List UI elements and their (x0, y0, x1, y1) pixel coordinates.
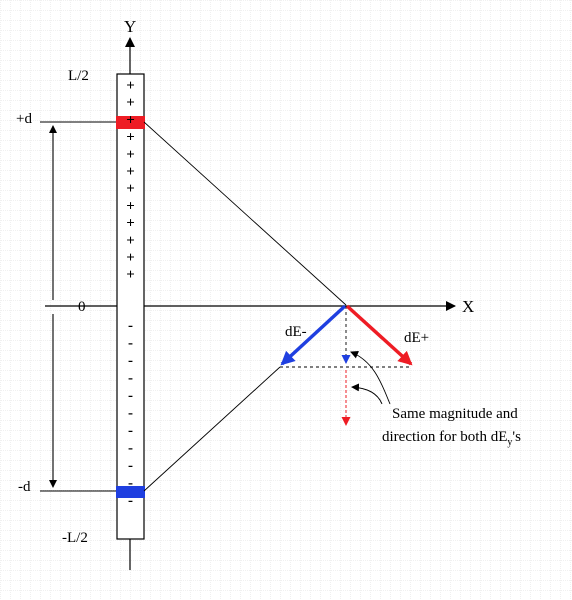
line-from-positive-element (143, 121, 347, 306)
negative-charge-element (116, 486, 145, 498)
de-minus-vector (280, 304, 347, 366)
annotation-line-2-subscript: y (507, 437, 512, 448)
minus-sign: - (128, 318, 133, 334)
minus-sign: - (128, 493, 133, 509)
minus-sign: - (128, 371, 133, 387)
line-from-negative-element (143, 366, 281, 492)
positive-charge-element (116, 116, 145, 129)
minus-sign: - (128, 476, 133, 492)
pointer-arrow-lower (351, 383, 383, 405)
minus-sign: - (128, 441, 133, 457)
annotation-line-2: direction for both dEy's (382, 429, 521, 448)
annotation-line-2-prefix: direction for both dE (382, 429, 507, 445)
plus-sign: + (126, 78, 135, 94)
plus-sign: + (126, 164, 135, 180)
plus-sign: + (126, 130, 135, 146)
de-plus-label: dE+ (404, 330, 429, 346)
rod-top-label: L/2 (68, 68, 89, 84)
charged-rod (116, 73, 145, 540)
annotation-line-2-suffix: 's (512, 429, 521, 445)
minus-sign: - (128, 336, 133, 352)
positive-charge-signs: ++++++++++++ (126, 78, 135, 283)
rod-bottom-label: -L/2 (62, 530, 88, 546)
plus-sign: + (126, 216, 135, 232)
plus-sign: + (126, 267, 135, 283)
plus-sign: + (126, 198, 135, 214)
minus-sign: - (128, 406, 133, 422)
minus-sign: - (128, 423, 133, 439)
y-axis-label: Y (124, 17, 136, 36)
de-minus-label: dE- (285, 324, 307, 340)
annotation-line-1: Same magnitude and (392, 406, 518, 422)
minus-d-label: -d (18, 479, 31, 495)
plus-sign: + (126, 95, 135, 111)
x-axis-label: X (462, 297, 474, 316)
minus-sign: - (128, 388, 133, 404)
plus-sign: + (126, 233, 135, 249)
plus-sign: + (126, 181, 135, 197)
minus-sign: - (128, 458, 133, 474)
origin-label: 0 (78, 299, 86, 315)
de-plus-vector (345, 304, 413, 366)
pointer-arrow-upper (350, 351, 391, 405)
plus-sign: + (126, 147, 135, 163)
negative-charge-signs: ----------- (128, 318, 133, 509)
plus-d-label: +d (16, 111, 32, 127)
minus-sign: - (128, 353, 133, 369)
plus-sign: + (126, 250, 135, 266)
plus-sign: + (126, 112, 135, 128)
